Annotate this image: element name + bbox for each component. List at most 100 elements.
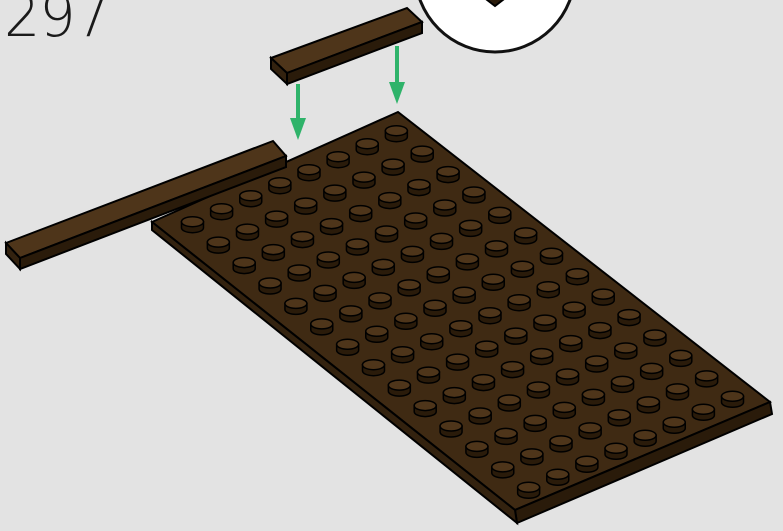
- stud: [288, 265, 310, 281]
- stud: [582, 389, 604, 405]
- stud: [395, 313, 417, 329]
- stud: [463, 187, 485, 203]
- stud: [641, 363, 663, 379]
- stud: [486, 241, 508, 257]
- stud: [472, 375, 494, 391]
- stud: [414, 401, 436, 417]
- stud: [379, 193, 401, 209]
- stud: [440, 421, 462, 437]
- stud: [401, 246, 423, 262]
- stud: [408, 180, 430, 196]
- stud: [460, 220, 482, 236]
- stud: [346, 239, 368, 255]
- stud: [207, 237, 229, 253]
- stud: [421, 334, 443, 350]
- stud: [502, 362, 524, 378]
- stud: [266, 211, 288, 227]
- stud: [295, 198, 317, 214]
- stud: [369, 293, 391, 309]
- stud: [298, 165, 320, 181]
- stud: [515, 228, 537, 244]
- stud: [537, 282, 559, 298]
- stud: [492, 462, 514, 478]
- stud: [424, 300, 446, 316]
- stud: [553, 402, 575, 418]
- stud: [505, 328, 527, 344]
- stud: [541, 248, 563, 264]
- stud: [579, 423, 601, 439]
- stud: [722, 391, 744, 407]
- stud: [356, 139, 378, 155]
- stud: [667, 384, 689, 400]
- stud: [262, 245, 284, 261]
- stud: [337, 339, 359, 355]
- stud: [259, 278, 281, 294]
- stud: [321, 219, 343, 235]
- stud: [453, 287, 475, 303]
- stud: [285, 298, 307, 314]
- stud: [353, 172, 375, 188]
- stud: [362, 360, 384, 376]
- stud: [524, 415, 546, 431]
- stud: [547, 469, 569, 485]
- stud: [385, 126, 407, 142]
- stud: [557, 369, 579, 385]
- stud: [612, 376, 634, 392]
- stud: [211, 204, 233, 220]
- stud: [644, 330, 666, 346]
- part-callout-circle-icon: [415, 0, 575, 52]
- stud: [376, 226, 398, 242]
- stud: [340, 306, 362, 322]
- stud: [382, 159, 404, 175]
- stud: [269, 178, 291, 194]
- placement-arrow-icon: [290, 84, 306, 140]
- stud: [240, 191, 262, 207]
- stud: [527, 382, 549, 398]
- stud: [608, 410, 630, 426]
- stud: [479, 308, 501, 324]
- stud: [634, 430, 656, 446]
- stud: [291, 232, 313, 248]
- stud: [314, 285, 336, 301]
- stud: [405, 213, 427, 229]
- stud: [592, 289, 614, 305]
- stud: [398, 280, 420, 296]
- stud: [366, 326, 388, 342]
- stud: [456, 254, 478, 270]
- stud: [495, 428, 517, 444]
- stud: [450, 321, 472, 337]
- placement-arrow-icon: [389, 46, 405, 104]
- stud: [327, 152, 349, 168]
- stud: [434, 200, 456, 216]
- stud: [531, 349, 553, 365]
- stud: [181, 217, 203, 233]
- stud: [696, 371, 718, 387]
- stud: [392, 347, 414, 363]
- stud: [615, 343, 637, 359]
- stud: [417, 367, 439, 383]
- stud: [469, 408, 491, 424]
- stud: [324, 185, 346, 201]
- stud: [236, 224, 258, 240]
- stud: [521, 449, 543, 465]
- stud: [233, 258, 255, 274]
- tile-top: [271, 8, 422, 84]
- stud: [663, 417, 685, 433]
- stud: [566, 269, 588, 285]
- stud: [372, 259, 394, 275]
- stud: [476, 341, 498, 357]
- stud: [637, 397, 659, 413]
- stud: [550, 436, 572, 452]
- stud: [447, 354, 469, 370]
- stud: [388, 380, 410, 396]
- stud: [563, 302, 585, 318]
- stud: [431, 233, 453, 249]
- stud: [511, 261, 533, 277]
- stud: [482, 274, 504, 290]
- stud: [498, 395, 520, 411]
- stud: [508, 295, 530, 311]
- stud: [589, 323, 611, 339]
- stud: [560, 336, 582, 352]
- stud: [437, 167, 459, 183]
